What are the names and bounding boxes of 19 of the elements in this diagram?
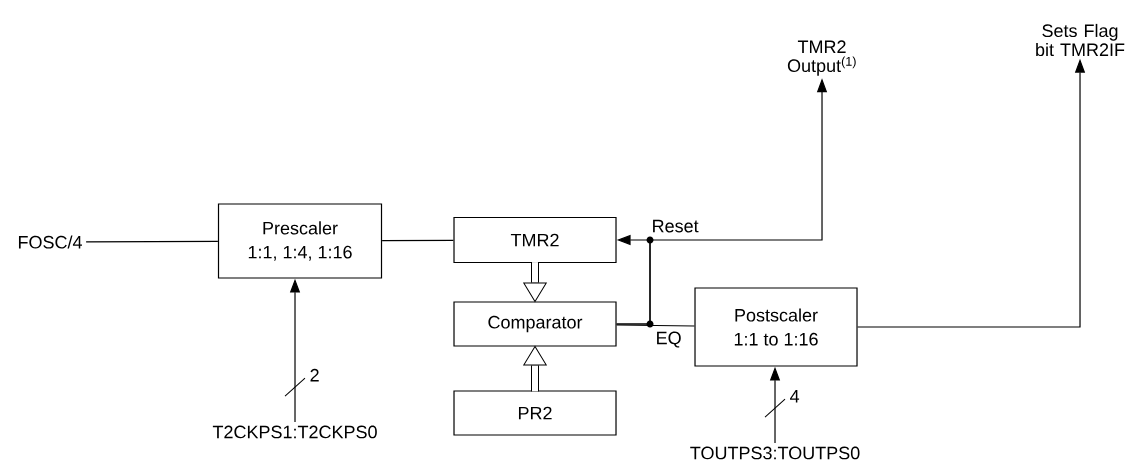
connector-line bbox=[381, 239, 454, 242]
process-box: TMR2 bbox=[453, 216, 617, 264]
connector-line bbox=[616, 324, 695, 327]
process-box: PR2 bbox=[453, 390, 617, 436]
edge-label: EQ bbox=[657, 331, 681, 348]
connector-line bbox=[85, 240, 219, 243]
signal-label: Sets Flag bit TMR2IF bbox=[1036, 23, 1125, 57]
signal-label: TOUTPS3:TOUTPS0 bbox=[690, 446, 860, 460]
edge-label: 4 bbox=[790, 390, 800, 403]
edge-label: Reset bbox=[653, 219, 699, 233]
edge-label: 2 bbox=[310, 368, 319, 382]
process-box: Postscaler 1:1 to 1:16 bbox=[694, 287, 858, 367]
signal-label: FOSC/4 bbox=[18, 235, 82, 249]
process-box: Prescaler 1:1, 1:4, 1:16 bbox=[217, 203, 383, 279]
process-box: Comparator bbox=[453, 301, 617, 347]
hollow-arrow bbox=[523, 262, 547, 302]
hollow-arrow bbox=[523, 346, 547, 392]
signal-label: T2CKPS1:T2CKPS0 bbox=[212, 425, 377, 439]
signal-label: TMR2 Output$^{(1)}$ bbox=[787, 40, 856, 76]
